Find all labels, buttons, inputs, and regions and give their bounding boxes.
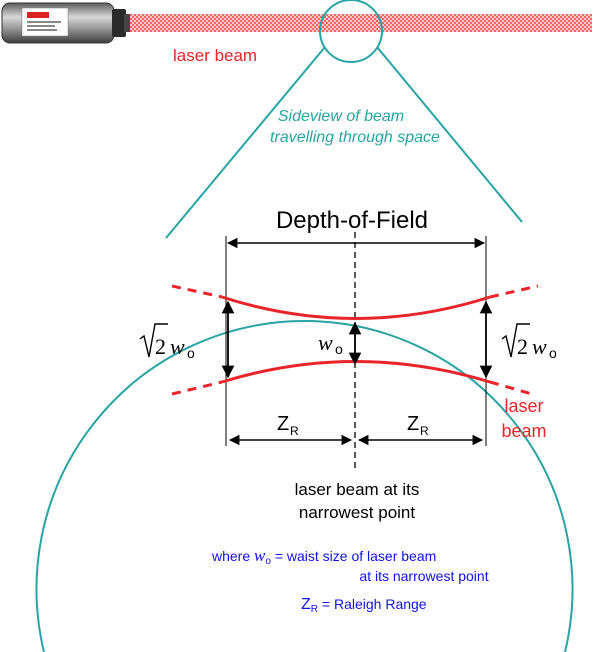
waist-subscript-center: o — [335, 341, 343, 357]
tangent-line-left — [165, 46, 326, 239]
laser-beam-right-label-line1: laser — [504, 396, 543, 416]
narrowest-point-line1: laser beam at its — [295, 480, 420, 499]
root-two-right: 2 — [517, 334, 528, 359]
tangent-line-right — [376, 46, 523, 223]
sideview-label-line2: travelling through space — [270, 129, 440, 146]
waist-symbol-center: w — [318, 330, 333, 355]
laser-beam-strip — [130, 14, 592, 32]
sqrt-symbol-right — [501, 323, 530, 358]
zoom-circle-small — [319, 0, 383, 63]
beam-top-curve — [221, 295, 491, 320]
beam-top-right-dashed — [489, 284, 539, 299]
laser-device-icon — [1, 2, 130, 44]
legend-waist-definition-line2: at its narrowest point — [359, 568, 488, 584]
sideview-label-line1: Sideview of beam — [278, 108, 404, 125]
laser-beam-top-label: laser beam — [173, 46, 257, 65]
narrowest-point-line2: narrowest point — [299, 503, 416, 522]
depth-of-field-label: Depth-of-Field — [276, 207, 428, 234]
laser-beam-right-label-line2: beam — [501, 421, 546, 441]
raleigh-sub-right: R — [420, 424, 429, 438]
root-two-left: 2 — [155, 334, 166, 359]
waist-symbol-right: w — [532, 334, 547, 359]
magnifier-outline — [35, 0, 574, 652]
raleigh-z-left: Z — [277, 413, 289, 435]
waist-subscript-left: o — [187, 345, 195, 361]
legend-raleigh-definition: ZR = Raleigh Range — [301, 596, 427, 615]
legend-waist-definition: where wo = waist size of laser beam — [211, 546, 436, 567]
beam-bottom-left-dashed — [171, 380, 223, 396]
beam-bottom-right-dashed — [489, 380, 533, 396]
zoom-circle-large — [35, 320, 574, 652]
raleigh-z-right: Z — [407, 413, 419, 435]
beam-top-left-dashed — [171, 284, 223, 299]
raleigh-sub-left: R — [290, 424, 299, 438]
waist-symbol-left: w — [170, 334, 185, 359]
sqrt-symbol-left — [139, 323, 168, 358]
waist-subscript-right: o — [549, 345, 557, 361]
